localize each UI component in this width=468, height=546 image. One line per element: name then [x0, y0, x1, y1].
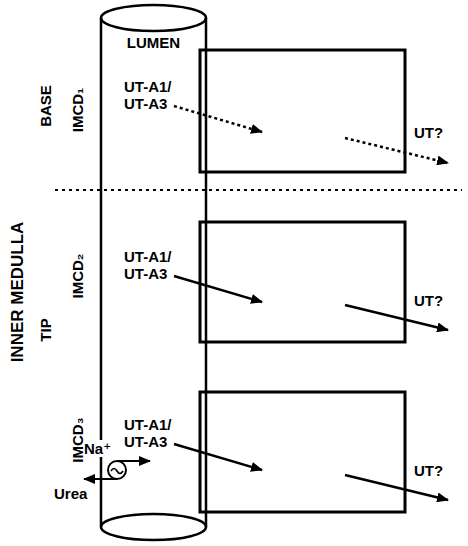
antiporter-symbol	[108, 461, 126, 479]
cylinder-bottom	[101, 514, 206, 540]
cell-box	[200, 222, 405, 342]
segment-label: IMCD₁	[69, 88, 86, 133]
cylinder-top	[101, 5, 206, 31]
cell-box	[200, 50, 405, 172]
segment-label: IMCD₂	[69, 254, 86, 299]
transporter-label: UT-A1/ UT-A3	[124, 416, 186, 451]
flux-arrow	[345, 138, 448, 163]
transporter-label: UT?	[414, 462, 443, 479]
divider-line	[55, 189, 462, 191]
antiporter-symbol	[111, 469, 123, 474]
cell-box	[200, 392, 405, 512]
cylinder-wall	[205, 18, 208, 527]
region-label: BASE	[37, 85, 54, 127]
antiporter-arrow	[117, 460, 150, 462]
flux-arrow	[174, 276, 262, 302]
transporter-label: UT-A1/ UT-A3	[124, 248, 186, 283]
solute-label: Urea	[54, 485, 87, 502]
transporter-label: UT?	[414, 124, 443, 141]
ion-label: Na⁺	[84, 440, 111, 457]
transporter-label: UT-A1/ UT-A3	[124, 78, 186, 113]
transporter-label: UT?	[414, 292, 443, 309]
region-label: INNER MEDULLA	[8, 222, 28, 363]
region-label: TIP	[37, 318, 54, 341]
region-label: LUMEN	[100, 34, 207, 51]
flux-arrow	[174, 444, 262, 470]
flux-arrow	[174, 106, 262, 132]
